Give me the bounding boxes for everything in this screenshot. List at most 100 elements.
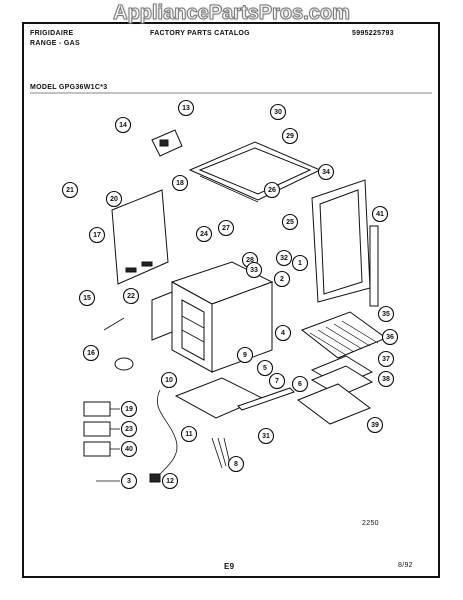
callout-2: 2 [273, 270, 291, 288]
callout-11: 11 [180, 425, 198, 443]
callout-24: 24 [195, 225, 213, 243]
callout-label: 10 [165, 377, 173, 384]
callout-label: 25 [286, 219, 294, 226]
callout-label: 32 [280, 255, 288, 262]
callout-label: 37 [382, 356, 390, 363]
callout-3: 3 [120, 472, 138, 490]
callout-circle [78, 289, 96, 307]
callout-12: 12 [161, 472, 179, 490]
callout-circle [114, 116, 132, 134]
back-panel-detail [125, 267, 137, 273]
callout-label: 19 [125, 406, 133, 413]
callout-label: 7 [275, 378, 279, 385]
callout-25: 25 [281, 213, 299, 231]
back-panel-detail [141, 261, 153, 267]
callout-label: 8 [234, 461, 238, 468]
callout-circle [281, 127, 299, 145]
callout-38: 38 [377, 370, 395, 388]
callout-8: 8 [227, 455, 245, 473]
callout-circle [160, 371, 178, 389]
callout-circle [381, 328, 399, 346]
callout-circle [377, 305, 395, 323]
callout-circle [120, 472, 138, 490]
callout-circle [274, 324, 292, 342]
igniter-part [149, 473, 161, 483]
callout-circle [88, 226, 106, 244]
page-number: E9 [224, 562, 235, 571]
callout-26: 26 [263, 181, 281, 199]
category-label: RANGE - GAS [30, 40, 80, 47]
callout-9: 9 [236, 346, 254, 364]
oven-front-part [211, 281, 273, 373]
callout-35: 35 [377, 305, 395, 323]
callout-label: 11 [185, 431, 193, 438]
callout-label: 17 [93, 232, 101, 239]
drawer-rail-part [237, 387, 295, 411]
callout-circle [269, 103, 287, 121]
burner-part [211, 437, 231, 469]
print-date: 8/92 [398, 562, 413, 569]
callout-circle [377, 350, 395, 368]
callout-1: 1 [291, 254, 309, 272]
callout-circle [105, 190, 123, 208]
callout-21: 21 [61, 181, 79, 199]
callout-circle [177, 99, 195, 117]
callout-7: 7 [268, 372, 286, 390]
callout-41: 41 [371, 205, 389, 223]
legend [83, 401, 120, 482]
callout-circle [317, 163, 335, 181]
callout-circle [371, 205, 389, 223]
oven-rail [181, 329, 205, 343]
callout-circle [120, 400, 138, 418]
callout-37: 37 [377, 350, 395, 368]
callout-circle [256, 359, 274, 377]
catalog-number: 5995225793 [352, 30, 394, 37]
callout-circle [122, 287, 140, 305]
oven-rail [181, 315, 205, 329]
callout-16: 16 [82, 344, 100, 362]
callout-circle [161, 472, 179, 490]
callout-40: 40 [120, 440, 138, 458]
callout-label: 21 [66, 187, 74, 194]
catalog-title: FACTORY PARTS CATALOG [150, 30, 250, 37]
callout-5: 5 [256, 359, 274, 377]
callout-circle [195, 225, 213, 243]
callout-label: 14 [119, 122, 127, 129]
callout-label: 26 [268, 187, 276, 194]
callout-circle [273, 270, 291, 288]
callout-17: 17 [88, 226, 106, 244]
callout-label: 39 [371, 422, 379, 429]
brand-label: FRIGIDAIRE [30, 30, 74, 37]
cooktop-inner-part [198, 147, 312, 195]
callout-label: 34 [322, 169, 330, 176]
valve-part [114, 357, 134, 371]
callout-14: 14 [114, 116, 132, 134]
callout-circle [171, 174, 189, 192]
callout-label: 22 [127, 293, 135, 300]
callout-circle [227, 455, 245, 473]
callout-32: 32 [275, 249, 293, 267]
callout-circle [245, 261, 263, 279]
callout-label: 1 [298, 260, 302, 267]
callout-4: 4 [274, 324, 292, 342]
callout-label: 12 [166, 478, 174, 485]
callout-label: 13 [182, 105, 190, 112]
callout-circle [217, 219, 235, 237]
model-label: MODEL GPG36W1C*3 [30, 84, 108, 91]
callout-label: 33 [250, 267, 258, 274]
callout-circle [61, 181, 79, 199]
callout-34: 34 [317, 163, 335, 181]
handle-part [369, 225, 379, 307]
callout-label: 40 [125, 446, 133, 453]
callout-label: 15 [83, 295, 91, 302]
callout-label: 29 [286, 133, 294, 140]
callout-label: 30 [274, 109, 282, 116]
callout-label: 24 [200, 231, 208, 238]
callout-label: 35 [382, 311, 390, 318]
callout-36: 36 [381, 328, 399, 346]
cooktop-edge [199, 175, 259, 203]
callout-label: 9 [243, 352, 247, 359]
callout-label: 28 [246, 257, 254, 264]
callout-label: 16 [87, 350, 95, 357]
